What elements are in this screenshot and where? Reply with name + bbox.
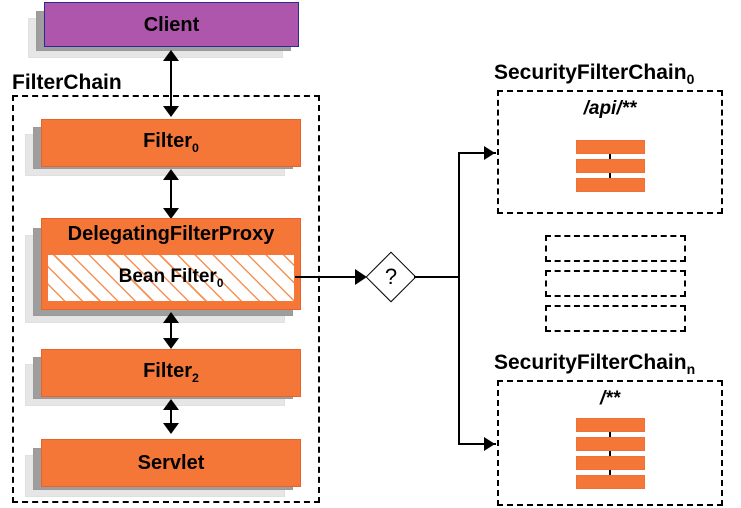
delegating-filter-proxy-label: DelegatingFilterProxy [67,223,275,245]
securityfilterchain0-caption: SecurityFilterChain0 [494,61,695,88]
chain0-connector-1 [609,153,611,162]
line-branch-top [458,152,496,154]
chainN-connector-1 [609,431,611,440]
line-branch-bottom [458,443,496,445]
line-client-filter0 [170,58,172,108]
securityfilterchain0-container [497,90,723,214]
placeholder-slot [545,305,686,332]
arrow-delegating-down [163,208,179,219]
chainN-connector-2 [609,450,611,459]
filterchain-container [12,95,320,503]
servlet-box[interactable]: Servlet [41,439,301,487]
client-box[interactable]: Client [44,2,299,47]
client-label: Client [143,13,200,36]
chainN-filter-bar[interactable] [576,418,645,432]
securityfilterchain0-pattern: /api/** [583,98,637,119]
bean-filter-subscript: 0 [216,276,224,290]
filterchain-caption: FilterChain [12,71,122,94]
chainN-connector-3 [609,469,611,478]
arrow-filter2-down [163,338,179,349]
arrow-servlet-down [163,423,179,434]
servlet-label: Servlet [137,452,205,474]
arrow-client-up [163,50,179,61]
placeholder-slot [545,270,686,297]
chain0-filter-bar[interactable] [576,140,645,154]
arrow-filter0-down [163,106,179,117]
securityfilterchainN-pattern: /** [599,388,621,409]
chain0-connector-2 [609,172,611,181]
line-diamond-trunk [414,276,460,278]
line-filter0-delegating [170,177,172,210]
placeholder-slot [545,235,686,262]
securityfilterchainN-caption: SecurityFilterChainn [494,351,696,378]
decision-label: ? [384,264,398,289]
filter2-label: Filter2 [143,360,199,386]
filter2-box[interactable]: Filter2 [41,349,301,397]
chainN-filter-bar[interactable] [576,437,645,451]
decision-diamond[interactable]: ? [365,251,417,303]
line-filter2-servlet [170,407,172,425]
arrow-delegating-up [163,312,179,323]
filter2-subscript: 2 [192,371,199,386]
chainN-filter-bar[interactable] [576,456,645,470]
chainN-filter-bar[interactable] [576,475,645,489]
bean-filter-box[interactable]: Bean Filter0 [47,254,295,302]
arrow-filter2-up [163,399,179,410]
arrow-filter0-up [163,169,179,180]
arrow-to-decision [355,269,367,285]
securityfilterchainN-container [497,380,723,506]
chain0-filter-bar[interactable] [576,159,645,173]
arrow-to-chainN [484,437,495,451]
securityfilterchainN-subscript: n [686,361,696,378]
filter0-subscript: 0 [192,141,199,156]
arrow-to-chain0 [484,146,495,160]
filter0-box[interactable]: Filter0 [41,119,301,167]
line-beanfilter-decision [295,276,357,278]
line-trunk-vertical [458,152,460,444]
securityfilterchain0-subscript: 0 [686,71,695,88]
bean-filter-label: Bean Filter0 [118,266,224,290]
filter0-label: Filter0 [143,130,199,156]
chain0-filter-bar[interactable] [576,178,645,192]
line-delegating-filter2 [170,320,172,340]
